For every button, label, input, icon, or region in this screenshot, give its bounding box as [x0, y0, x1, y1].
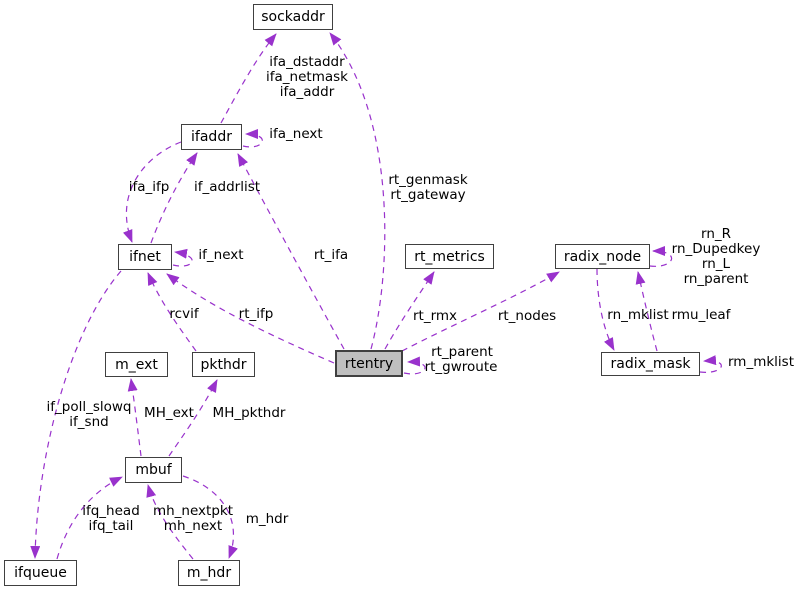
edge-label-rt-nodes: rt_nodes — [497, 308, 557, 324]
edge-label-line: rn_R — [701, 226, 731, 242]
node-ifaddr[interactable]: ifaddr — [181, 124, 242, 150]
edge-label-line: rt_gateway — [390, 187, 466, 203]
edge-label-rt-gwroute: rt_gwroute — [424, 359, 498, 375]
node-ifnet[interactable]: ifnet — [118, 244, 172, 270]
edge-label-rt-ifp: rt_ifp — [238, 306, 274, 322]
edge-pkthdr-to-ifnet — [147, 272, 197, 352]
edge-label-line: ifa_dstaddr — [269, 54, 345, 70]
edge-rtentry-self-loop — [403, 356, 426, 375]
edge-mbuf-to-m-ext — [127, 378, 142, 457]
edge-label-line: rn_parent — [683, 271, 749, 287]
edge-label-line: rn_L — [701, 256, 731, 272]
edge-label-mh-pkthdr: MH_pkthdr — [212, 405, 286, 421]
edge-rtentry-to-ifaddr — [237, 153, 345, 350]
edge-label-line: if_snd — [69, 414, 109, 430]
node-pkthdr[interactable]: pkthdr — [192, 352, 255, 377]
edge-label-rm-mklist: rm_mklist — [727, 354, 795, 370]
edge-label-line: ifa_netmask — [266, 69, 348, 85]
node-m-hdr[interactable]: m_hdr — [178, 560, 240, 586]
edge-label-ifa-next: ifa_next — [269, 126, 323, 142]
edge-ifaddr-to-ifnet — [122, 141, 182, 243]
edge-radix-mask-self-loop — [699, 355, 722, 373]
edge-label-rn-mklist: rn_mklist — [607, 307, 669, 323]
edge-label-line: ifq_tail — [88, 518, 134, 534]
edge-ifnet-to-ifaddr — [150, 152, 198, 244]
edge-ifaddr-to-sockaddr — [220, 33, 277, 124]
node-mbuf[interactable]: mbuf — [125, 457, 182, 483]
edge-label-rcvif: rcvif — [169, 306, 199, 322]
edge-label-if-queues: if_poll_slowq if_snd — [47, 400, 132, 430]
edge-label-rt-rmx: rt_rmx — [412, 308, 458, 324]
edge-rtentry-to-rt-metrics — [384, 271, 435, 350]
edge-label-if-next: if_next — [198, 247, 244, 263]
edge-label-mh-ext: MH_ext — [144, 405, 194, 421]
edge-label-if-addrlist: if_addrlist — [193, 179, 261, 195]
edge-rtentry-to-sockaddr — [329, 32, 386, 350]
edge-label-rt-parent: rt_parent — [431, 344, 493, 360]
edge-mbuf-to-pkthdr — [168, 379, 218, 457]
node-radix-node[interactable]: radix_node — [555, 244, 650, 269]
edge-label-rt-ifa: rt_ifa — [313, 247, 349, 263]
edge-ifaddr-self-loop — [242, 129, 263, 148]
node-rt-metrics[interactable]: rt_metrics — [405, 244, 494, 269]
node-ifqueue[interactable]: ifqueue — [4, 560, 77, 586]
edge-label-rt-genmask-gateway: rt_genmask rt_gateway — [388, 173, 467, 203]
edge-label-line: ifa_addr — [279, 84, 335, 100]
edge-label-mh-links: mh_nextpkt mh_next — [153, 504, 233, 534]
edge-m-hdr-to-mbuf — [146, 484, 194, 560]
node-rtentry-current: rtentry — [335, 350, 403, 377]
edge-label-ifa-addrs: ifa_dstaddr ifa_netmask ifa_addr — [266, 55, 348, 100]
edge-rtentry-to-ifnet — [166, 273, 335, 364]
edge-mbuf-to-m-hdr — [182, 475, 238, 559]
edge-label-ifq-links: ifq_head ifq_tail — [82, 504, 140, 534]
node-sockaddr[interactable]: sockaddr — [253, 4, 333, 30]
edge-label-line: mh_nextpkt — [152, 503, 234, 519]
edge-label-line: rn_Dupedkey — [671, 241, 761, 257]
edge-label-ifa-ifp: ifa_ifp — [128, 179, 170, 195]
edge-label-line: ifq_head — [82, 503, 140, 519]
edge-rtentry-to-radix-node — [401, 271, 560, 352]
edge-ifqueue-to-mbuf — [56, 476, 123, 560]
edge-radix-node-to-radix-mask — [596, 268, 615, 351]
node-m-ext[interactable]: m_ext — [105, 352, 168, 377]
edge-label-rn-links: rn_R rn_Dupedkey rn_L rn_parent — [672, 227, 761, 287]
edge-label-line: rt_genmask — [388, 172, 468, 188]
edge-label-rmu-leaf: rmu_leaf — [671, 307, 731, 323]
edge-ifnet-self-loop — [172, 248, 193, 267]
edge-label-line: if_poll_slowq — [46, 399, 132, 415]
edge-label-line: mh_next — [163, 518, 223, 534]
node-radix-mask[interactable]: radix_mask — [601, 352, 700, 376]
edge-label-m-hdr-member: m_hdr — [245, 511, 289, 527]
edge-radix-node-self-loop — [649, 246, 673, 267]
